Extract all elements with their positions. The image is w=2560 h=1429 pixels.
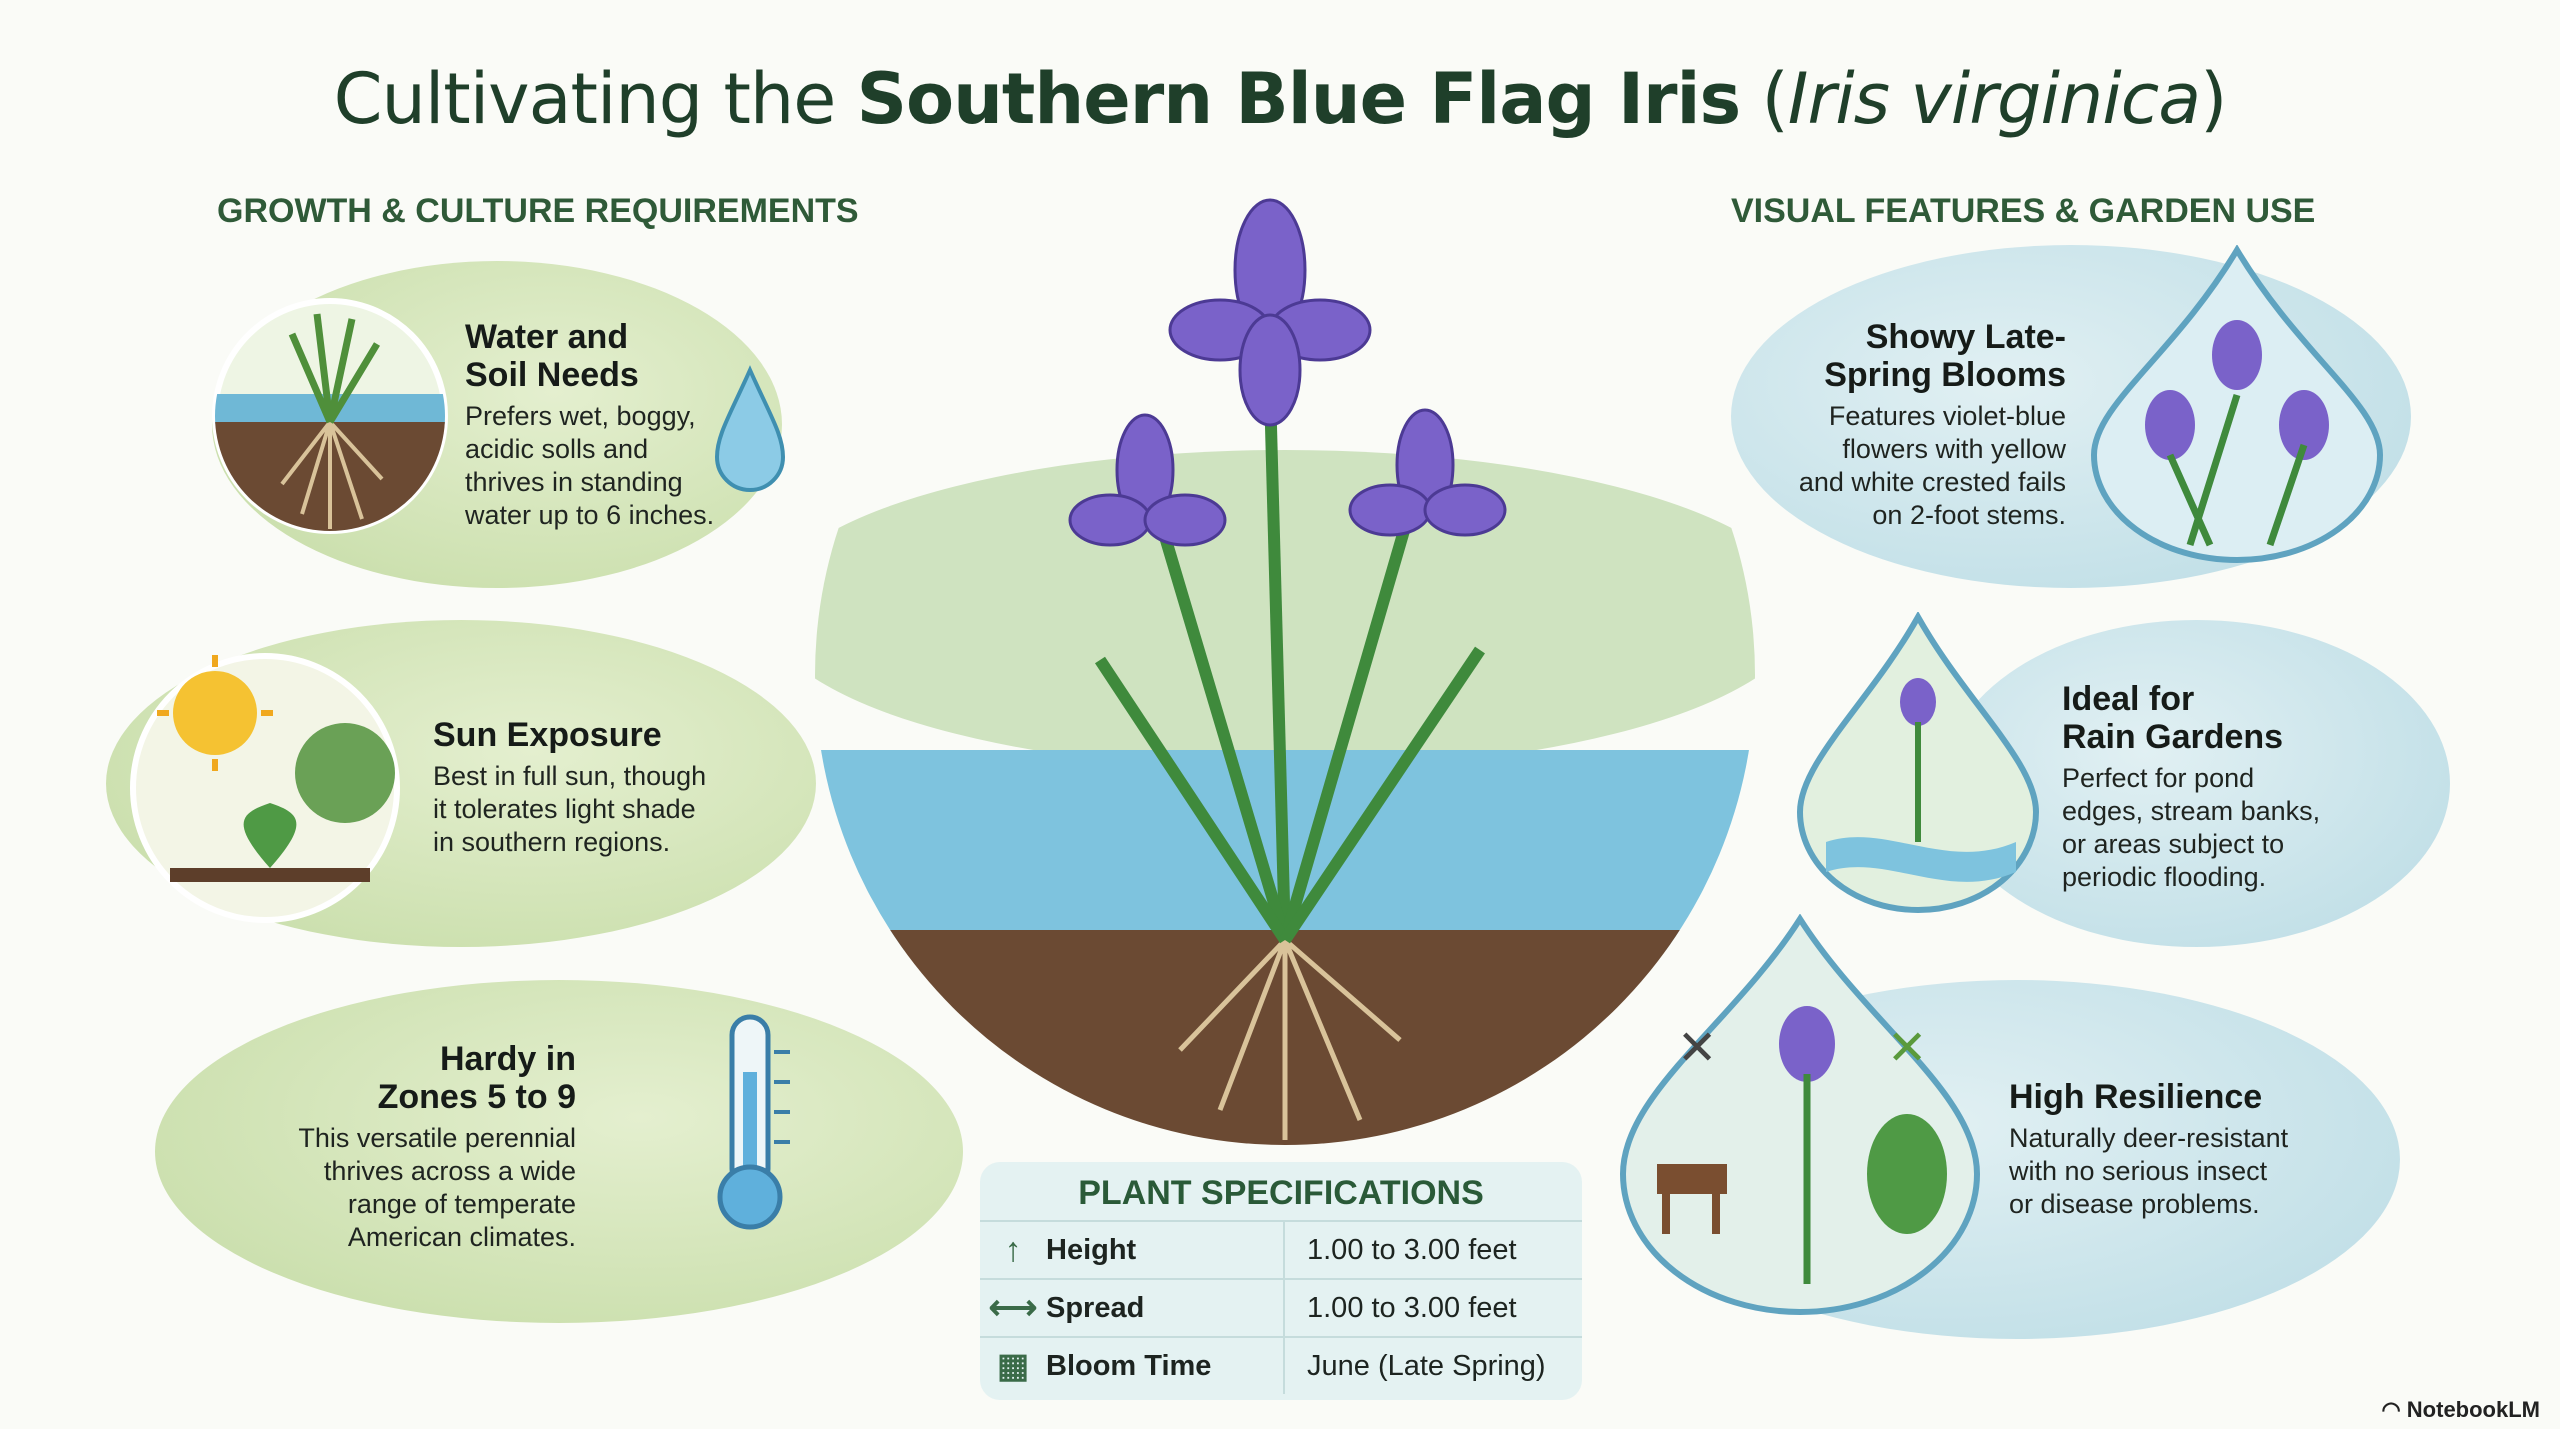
height-arrow-icon: ↑: [1004, 1230, 1022, 1269]
svg-text:✕: ✕: [1677, 1022, 1717, 1075]
deer-resistant-drop-icon: ✕✕: [1619, 914, 1981, 1315]
soil-roots-icon: [212, 298, 448, 534]
iris-pond-illustration: [815, 198, 1755, 1145]
iris-drop-icon: [2090, 245, 2384, 563]
left-section-heading: GROWTH & CULTURE REQUIREMENTS: [217, 192, 859, 230]
calendar-icon: ▦: [996, 1347, 1030, 1385]
svg-text:✕: ✕: [1887, 1022, 1927, 1075]
spread-width-icon: ⟷: [988, 1289, 1038, 1327]
right-section-heading: VISUAL FEATURES & GARDEN USE: [1731, 192, 2316, 230]
spec-title: PLANT SPECIFICATIONS: [1078, 1174, 1484, 1212]
zones-bubble: [155, 980, 963, 1323]
thermometer-icon: [717, 1014, 790, 1230]
page-title: Cultivating the Southern Blue Flag Iris …: [333, 58, 2228, 140]
notebooklm-icon: ◠: [2381, 1397, 2407, 1422]
notebooklm-logo: ◠ NotebookLM: [2381, 1397, 2540, 1422]
rain-garden-drop-icon: [1796, 612, 2040, 913]
sun-plant-icon: [130, 653, 400, 923]
water-drop-icon: [715, 365, 785, 492]
